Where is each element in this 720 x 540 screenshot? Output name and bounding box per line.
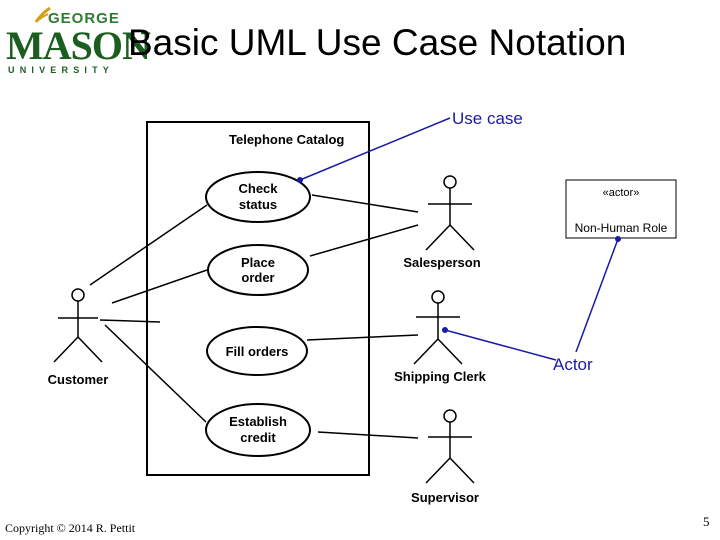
- use-case-label: Place: [241, 255, 275, 270]
- actor-customer: [53, 288, 103, 363]
- use-case-label: Establish: [229, 414, 287, 429]
- use-case-label: Check: [238, 181, 278, 196]
- logo-george: GEORGE: [48, 10, 120, 27]
- system-name: Telephone Catalog: [229, 132, 344, 147]
- stereotype-box: [565, 179, 677, 239]
- use-case-establish-credit: Establish credit: [205, 403, 311, 457]
- use-case-label: status: [239, 197, 277, 212]
- actor-label-salesperson: Salesperson: [403, 255, 480, 270]
- callout-actor: Actor: [553, 355, 593, 374]
- callout-dot: [297, 177, 303, 183]
- actor-label-customer: Customer: [48, 372, 109, 387]
- logo-mason: MASON: [6, 23, 151, 68]
- gmu-logo: GEORGE MASON UNIVERSITY: [4, 6, 151, 76]
- association-salesperson-place-order: [309, 224, 419, 257]
- use-case-check-status: Check status: [205, 171, 311, 223]
- use-case-label: Fill orders: [226, 344, 289, 359]
- callout-use-case: Use case: [452, 109, 523, 128]
- actor-label-supervisor: Supervisor: [411, 490, 479, 505]
- actor-label-shipping-clerk: Shipping Clerk: [394, 369, 487, 384]
- association-customer-place-order: [111, 269, 208, 304]
- use-case-label: order: [241, 270, 274, 285]
- callout-dot: [615, 236, 621, 242]
- logo-university: UNIVERSITY: [8, 65, 115, 75]
- association-customer-fill-orders: [99, 319, 161, 323]
- laurel-icon: [34, 6, 51, 23]
- actor-supervisor: [425, 409, 475, 484]
- stereotype-label: «actor»: [603, 187, 640, 199]
- copyright: Copyright © 2014 R. Pettit: [5, 521, 136, 535]
- use-case-label: credit: [240, 430, 276, 445]
- callout-line-actor-to-clerk: [444, 329, 557, 361]
- actor-shipping-clerk: [413, 290, 463, 365]
- page-number: 5: [703, 514, 710, 529]
- callout-dot: [442, 327, 448, 333]
- callout-line-use-case: [299, 117, 451, 181]
- use-case-place-order: Place order: [207, 244, 309, 296]
- association-customer-establish-credit: [104, 324, 207, 423]
- actor-salesperson: [425, 175, 475, 251]
- callout-line-actor-to-box: [575, 238, 619, 353]
- use-case-fill-orders: Fill orders: [206, 326, 308, 376]
- association-customer-check-status: [89, 204, 208, 286]
- system-boundary: [146, 121, 370, 476]
- slide-title: Basic UML Use Case Notation: [128, 22, 627, 63]
- association-clerk-fill-orders: [306, 334, 419, 341]
- association-salesperson-check-status: [311, 194, 419, 213]
- association-supervisor-establish-credit: [317, 431, 419, 439]
- stereotype-name: Non-Human Role: [575, 221, 668, 235]
